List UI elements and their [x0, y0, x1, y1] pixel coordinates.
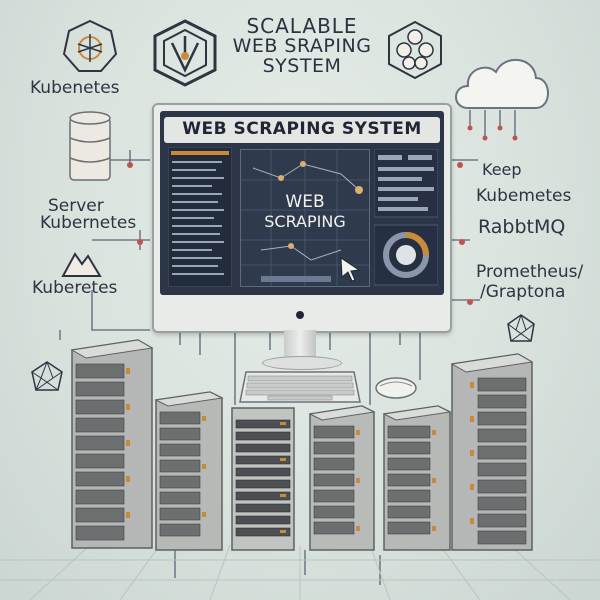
monitor-base — [262, 356, 342, 370]
left-label-kubenetes: Kubenetes — [30, 78, 120, 98]
network-graph — [241, 150, 369, 286]
polyhedron-icon — [31, 361, 63, 391]
left-label-kuberetes: Kuberetes — [32, 278, 118, 298]
server-rack-3 — [231, 407, 295, 551]
monitor-neck — [284, 330, 316, 358]
server-rack-4 — [308, 405, 376, 551]
title-line-3: SYSTEM — [262, 54, 342, 77]
monitor-screen: WEB SCRAPING SYSTEM — [160, 111, 444, 295]
title-line-1: SCALABLE — [246, 14, 358, 38]
left-label-server: Server — [48, 196, 104, 216]
center-panel: WEB SCRAPING — [240, 149, 370, 287]
log-list-panel — [168, 147, 232, 287]
server-rack-2 — [154, 391, 224, 551]
polyhedron-right-icon — [507, 314, 535, 342]
mouse-icon[interactable] — [374, 376, 418, 400]
cloud-icon — [455, 58, 549, 109]
right-label-graptona: /Graptona — [480, 282, 566, 302]
cluster-icon — [388, 20, 442, 80]
shield-logo-icon — [153, 19, 217, 87]
right-label-prometheus: Prometheus/ — [476, 262, 584, 282]
server-rack-1 — [70, 339, 154, 549]
center-text-web: WEB — [285, 192, 325, 212]
database-icon — [69, 111, 111, 181]
monitor-banner-text: WEB SCRAPING SYSTEM — [182, 119, 422, 139]
title-line-2: WEB SRAPING — [232, 35, 372, 57]
keyboard-icon[interactable] — [238, 370, 362, 404]
monitor-banner — [164, 117, 440, 143]
monitor: WEB SCRAPING SYSTEM — [152, 103, 452, 333]
left-label-kubernetes: Kubernetes — [40, 213, 137, 233]
power-led — [296, 311, 304, 319]
server-rack-6 — [450, 353, 534, 551]
stats-panel — [374, 149, 438, 286]
kubernetes-logo-icon — [62, 19, 118, 72]
server-rack-5 — [382, 405, 452, 551]
center-text-scraping: SCRAPING — [264, 212, 346, 231]
right-label-keep: Keep — [482, 160, 522, 179]
mountain-icon — [61, 252, 102, 277]
cursor-icon — [340, 257, 361, 282]
right-label-kubernetes: Kubemetes — [476, 186, 572, 206]
right-label-rabbitmq: RabbtMQ — [478, 216, 566, 238]
